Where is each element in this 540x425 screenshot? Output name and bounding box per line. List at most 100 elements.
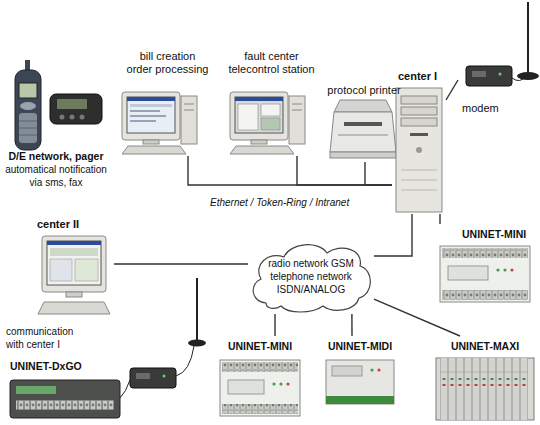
- antenna: [188, 278, 206, 347]
- gsm-modem: [136, 373, 150, 379]
- network-line: [374, 214, 412, 256]
- notification-node: D/E network, pagerautomatical notificati…: [0, 66, 112, 188]
- pager: [60, 115, 65, 120]
- network-line: [439, 214, 440, 224]
- device-label: protocol printer: [326, 84, 402, 97]
- mobile-phone: [19, 83, 37, 98]
- network-line: [365, 162, 392, 185]
- workstation-computer: [143, 140, 159, 144]
- workstation-computer: [38, 302, 110, 314]
- server-tower: [401, 180, 437, 181]
- uninet-dxgo-device: [120, 380, 130, 398]
- controller-node: UNINET-MINI: [216, 336, 304, 420]
- workstation-computer: [181, 96, 197, 144]
- antenna: [188, 340, 206, 347]
- workstation-computer: [184, 110, 194, 111]
- uninet-mini-device: [220, 360, 300, 416]
- antenna: [527, 2, 529, 72]
- mobile-phone: [20, 102, 36, 110]
- workstation-computer: [47, 241, 101, 245]
- workstation-node: bill creation order processing: [118, 46, 218, 156]
- workstation-computer: [230, 92, 305, 154]
- gsm-modem: [130, 346, 194, 388]
- device-label: UNINET-MAXI: [432, 340, 538, 353]
- uninet-mini-device: [510, 268, 513, 271]
- device-label: D/E network, pager: [0, 150, 112, 163]
- workstation-computer: [251, 140, 267, 144]
- mobile-phone: [15, 70, 41, 150]
- server-tower: [396, 88, 442, 212]
- workstation-computer: [127, 97, 175, 101]
- mobile-phone: [19, 113, 37, 143]
- uninet-midi-device: [377, 368, 380, 371]
- uninet-mini-device: [222, 404, 298, 414]
- workstation-computer: [238, 104, 258, 130]
- uninet-mini-device: [222, 362, 298, 372]
- device-label: UNINET-MINI: [216, 340, 304, 353]
- network-line: [297, 156, 392, 185]
- antenna: [517, 72, 539, 80]
- workstation-node: fault center telecontrol station: [222, 46, 322, 156]
- uninet-mini-device: [503, 268, 506, 271]
- uninet-mini-device: [286, 382, 289, 385]
- network-line: [114, 263, 248, 264]
- uninet-mini-device: [442, 290, 528, 300]
- uninet-maxi-device: [436, 358, 534, 420]
- laser-printer: [330, 152, 396, 158]
- network-cloud: radio network GSM telephone network ISDN…: [248, 240, 374, 314]
- workstation-computer: [130, 104, 172, 107]
- cloud-outline: [253, 245, 370, 312]
- uninet-midi-device: [332, 366, 362, 376]
- mobile-phone: [19, 121, 37, 122]
- uninet-midi-device: [326, 396, 394, 404]
- uninet-midi-device: [326, 360, 394, 404]
- pager: [70, 115, 75, 120]
- workstation-computer: [47, 241, 101, 285]
- gsm-modem: [472, 71, 486, 77]
- workstation-computer: [130, 120, 156, 122]
- workstation-computer: [261, 118, 280, 130]
- workstation-computer: [292, 104, 302, 105]
- pager: [50, 94, 102, 124]
- server-tower: [401, 190, 437, 191]
- server-tower: [410, 133, 428, 136]
- workstation-computer: [122, 92, 197, 154]
- network-line: [188, 156, 392, 185]
- workstation-computer: [122, 92, 180, 140]
- server-node: center I: [392, 66, 446, 214]
- device-label: bill creation order processing: [126, 50, 209, 76]
- workstation-computer: [289, 96, 305, 144]
- mobile-phone: [19, 128, 37, 129]
- server-tower: [416, 147, 422, 153]
- uninet-dxgo-device: [10, 380, 120, 418]
- workstation-computer: [75, 259, 98, 281]
- workstation-computer: [130, 110, 160, 112]
- uninet-mini-device: [220, 360, 300, 416]
- uninet-dxgo-device: [16, 386, 56, 394]
- server-tower: [396, 88, 442, 212]
- pager: [50, 94, 102, 124]
- device-label: UNINET-MIDI: [322, 340, 398, 353]
- gsm-modem: [466, 66, 512, 86]
- gsm-modem: [176, 346, 194, 376]
- device-label: fault center telecontrol station: [224, 50, 319, 76]
- bus-label: Ethernet / Token-Ring / Intranet: [210, 196, 380, 209]
- device-label: UNINET-DxGO: [10, 360, 110, 373]
- uninet-mini-device: [272, 382, 275, 385]
- workstation-computer: [50, 248, 98, 256]
- gsm-modem: [130, 368, 176, 388]
- workstation-computer: [38, 236, 110, 314]
- workstation-computer: [50, 259, 72, 281]
- controller-node: UNINET-MIDI: [322, 336, 398, 408]
- device-label: center I: [398, 70, 452, 83]
- gsm-modem: [163, 375, 166, 378]
- workstation-computer: [130, 115, 166, 117]
- workstation-computer: [292, 110, 302, 111]
- modem-node: modem: [458, 62, 534, 114]
- workstation-computer: [184, 104, 194, 105]
- uninet-maxi-device: [436, 358, 534, 420]
- antenna: [196, 278, 198, 340]
- uninet-mini-device: [228, 380, 264, 394]
- device-label: modem: [462, 102, 512, 115]
- workstation-computer: [235, 97, 283, 101]
